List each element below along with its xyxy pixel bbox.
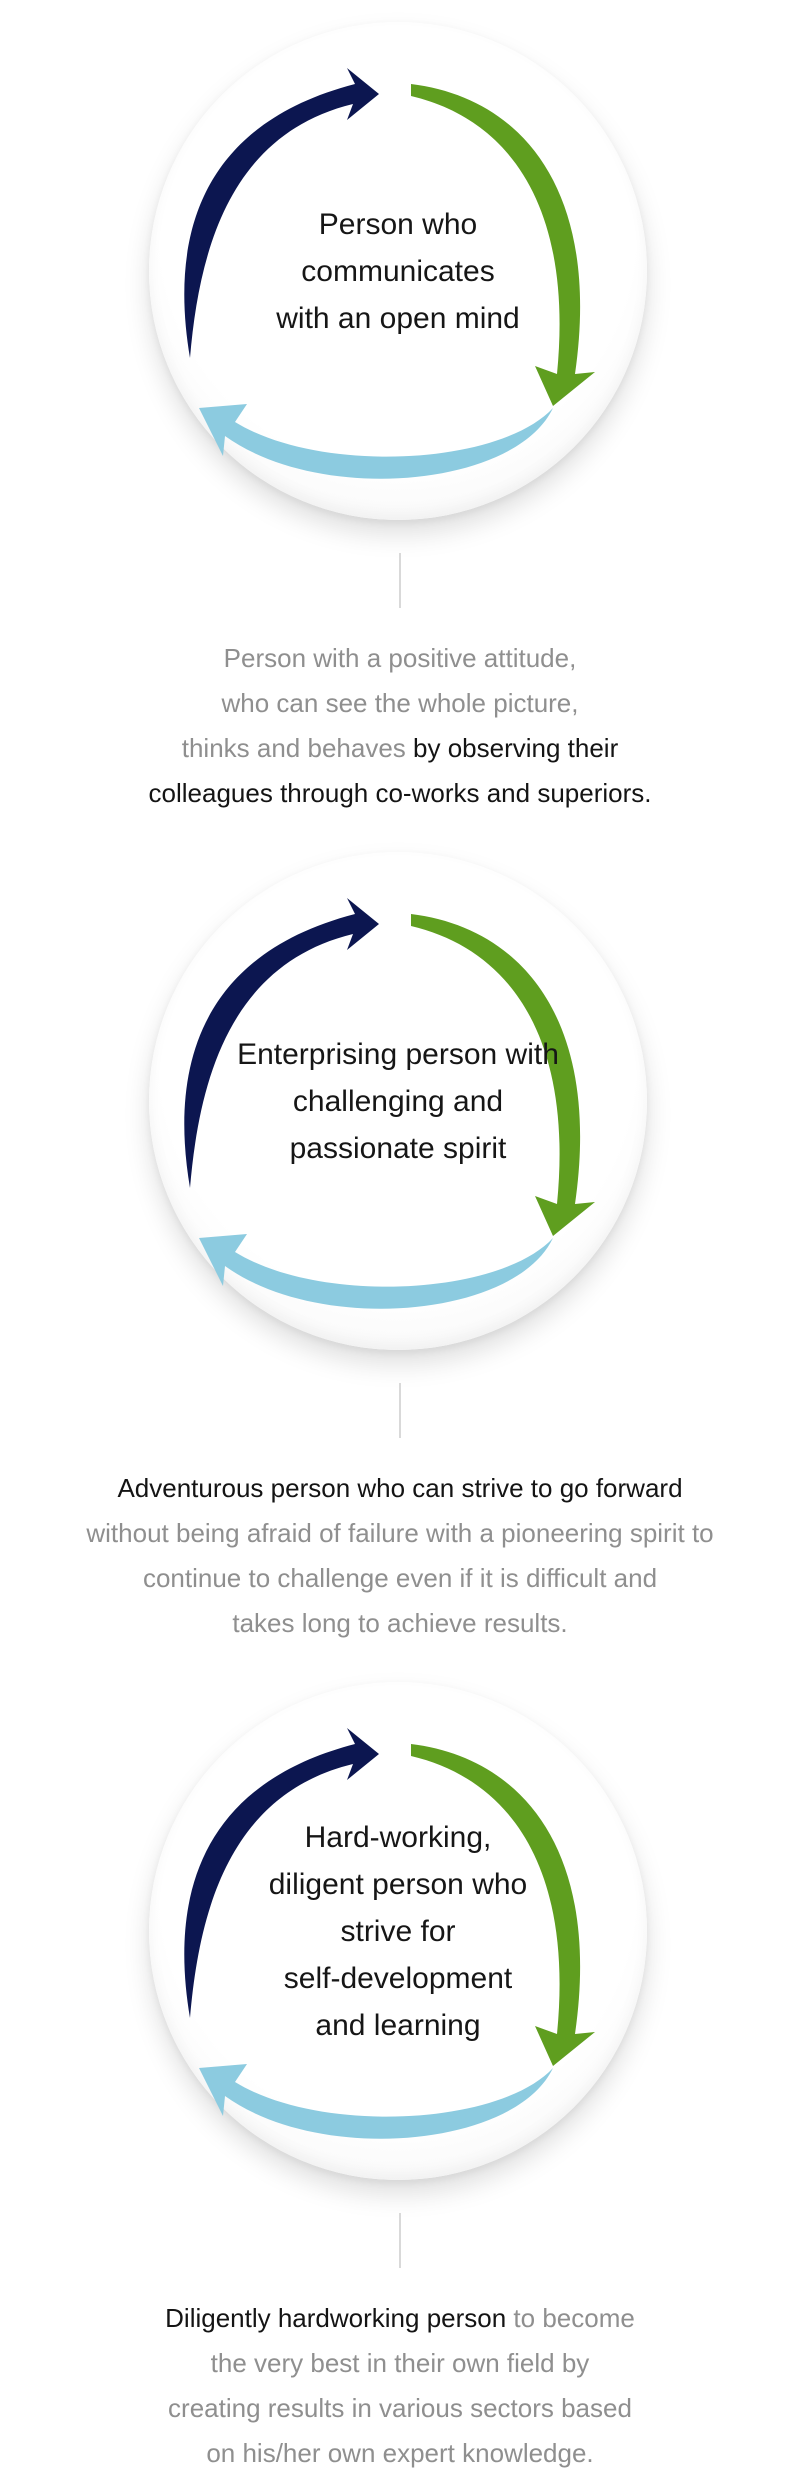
circle-title: Hard-working, diligent person who strive…: [213, 1676, 583, 2186]
circle-title-line: and learning: [315, 2008, 481, 2042]
description-line: takes long to achieve results.: [40, 1601, 760, 1646]
value-circle-2: Enterprising person with challenging and…: [143, 846, 653, 1356]
circle-title-line: self-development: [283, 1961, 513, 1995]
description-line: Person with a positive attitude,: [40, 636, 760, 681]
description-text-emphasis: colleagues through co-works and superior…: [148, 778, 652, 808]
description: Diligently hardworking person to become …: [40, 2296, 760, 2476]
description-text: thinks and behaves: [181, 733, 414, 763]
description-line: thinks and behaves by observing their: [40, 726, 760, 771]
value-circle-1: Person who communicates with an open min…: [143, 16, 653, 526]
navy-arrow: [184, 1728, 379, 2018]
circle-title-line: with an open mind: [276, 301, 520, 335]
circle-title-line: passionate spirit: [289, 1131, 507, 1165]
circle-title: Enterprising person with challenging and…: [213, 846, 583, 1356]
value-circle-3: Hard-working, diligent person who strive…: [143, 1676, 653, 2186]
description-line: colleagues through co-works and superior…: [40, 771, 760, 816]
circle-title-line: communicates: [301, 254, 495, 288]
description-text: creating results in various sectors base…: [168, 2393, 632, 2423]
circle-title-line: strive for: [340, 1914, 456, 1948]
description-line: continue to challenge even if it is diff…: [40, 1556, 760, 1601]
value-section-1: Person who communicates with an open min…: [0, 0, 800, 830]
light-blue-arrow: [199, 404, 553, 479]
cycle-arrows-icon: [184, 68, 595, 479]
description-text-emphasis: by observing their: [413, 733, 619, 763]
description-line: on his/her own expert knowledge.: [40, 2431, 760, 2476]
description-line: who can see the whole picture,: [40, 681, 760, 726]
navy-arrow: [184, 898, 379, 1188]
description-text: to become: [506, 2303, 635, 2333]
description: Person with a positive attitude, who can…: [40, 636, 760, 816]
value-section-2: Enterprising person with challenging and…: [0, 830, 800, 1660]
circle-title-line: challenging and: [292, 1084, 504, 1118]
cycle-arrows-icon: [184, 1728, 595, 2139]
description-text-emphasis: Diligently hardworking person: [165, 2303, 507, 2333]
description-text: takes long to achieve results.: [232, 1608, 568, 1638]
green-arrow: [411, 84, 595, 406]
value-section-3: Hard-working, diligent person who strive…: [0, 1660, 800, 2490]
description-text-emphasis: Adventurous person who can strive to go …: [117, 1473, 683, 1503]
description-text: who can see the whole picture,: [221, 688, 579, 718]
circle-title-line: diligent person who: [268, 1867, 528, 1901]
circle-title: Person who communicates with an open min…: [213, 16, 583, 526]
connector-line: [399, 1383, 401, 1438]
description-line: Diligently hardworking person to become: [40, 2296, 760, 2341]
light-blue-arrow: [199, 2064, 553, 2139]
green-arrow: [411, 1744, 595, 2066]
description-text: the very best in their own field by: [210, 2348, 590, 2378]
description-line: without being afraid of failure with a p…: [40, 1511, 760, 1556]
circle-title-line: Person who: [318, 207, 478, 241]
description-text: without being afraid of failure with a p…: [86, 1518, 714, 1548]
description: Adventurous person who can strive to go …: [40, 1466, 760, 1646]
description-text: continue to challenge even if it is diff…: [142, 1563, 658, 1593]
circle-title-line: Enterprising person with: [237, 1037, 559, 1071]
description-line: the very best in their own field by: [40, 2341, 760, 2386]
circle-title-line: Hard-working,: [304, 1820, 492, 1854]
description-text: on his/her own expert knowledge.: [206, 2438, 594, 2468]
light-blue-arrow: [199, 1234, 553, 1309]
description-text: Person with a positive attitude,: [223, 643, 577, 673]
description-line: Adventurous person who can strive to go …: [40, 1466, 760, 1511]
description-line: creating results in various sectors base…: [40, 2386, 760, 2431]
green-arrow: [411, 914, 595, 1236]
connector-line: [399, 2213, 401, 2268]
cycle-arrows-icon: [184, 898, 595, 1309]
connector-line: [399, 553, 401, 608]
navy-arrow: [184, 68, 379, 358]
